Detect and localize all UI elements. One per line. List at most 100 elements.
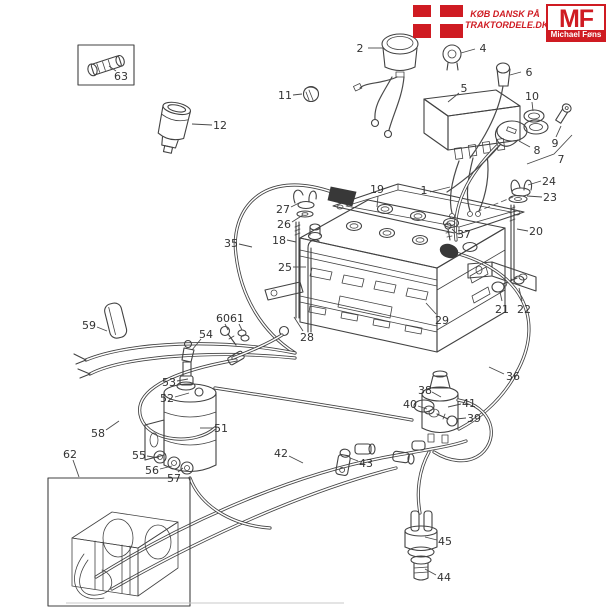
coil-drawing: [144, 339, 217, 475]
svg-text:60: 60: [216, 312, 230, 325]
part-label-53: 53: [162, 376, 189, 389]
svg-text:40: 40: [403, 398, 417, 411]
tagline-line1: KØB DANSK PÅ: [470, 9, 540, 19]
screw-60-61-drawing: [219, 325, 250, 346]
part-label-11: 11: [278, 89, 303, 102]
lamp-drawing: [442, 44, 462, 71]
boot-59-drawing: [104, 302, 128, 339]
svg-text:26: 26: [277, 218, 291, 231]
mf-logo: MF Michael Føns: [546, 4, 606, 42]
inset-box-63: [77, 44, 135, 86]
part-label-9: 9: [552, 125, 562, 150]
switch-45-drawing: [404, 510, 438, 581]
part-label-22: 22: [517, 287, 531, 316]
svg-text:2: 2: [357, 42, 364, 55]
part-label-25: 25: [278, 261, 306, 274]
svg-text:25: 25: [278, 261, 292, 274]
part-label-39: 39: [455, 412, 481, 425]
part-label-62: 62: [63, 448, 80, 478]
part-label-52: 52: [160, 392, 190, 405]
svg-text:10: 10: [525, 90, 539, 103]
svg-text:20: 20: [529, 225, 543, 238]
part-label-21: 21: [495, 291, 509, 316]
part-label-60: 60: [216, 312, 230, 331]
svg-text:35: 35: [224, 237, 238, 250]
part-label-43: 43: [349, 457, 373, 470]
part-label-61: 61: [230, 312, 244, 331]
part-label-12: 12: [191, 119, 227, 132]
svg-text:36: 36: [506, 370, 520, 383]
danish-flag-icon: [413, 5, 463, 38]
svg-text:45: 45: [438, 535, 452, 548]
brand-header: KØB DANSK PÅ TRAKTORDELE.DK MF Michael F…: [413, 4, 608, 46]
svg-text:4: 4: [480, 42, 487, 55]
regulator-drawing: [423, 89, 521, 219]
svg-text:55: 55: [132, 449, 146, 462]
inset-box-62: [47, 477, 191, 607]
connector-43-drawing: [335, 448, 351, 476]
part-label-56: 56: [145, 464, 173, 477]
part-label-28: 28: [293, 316, 314, 344]
part-label-58: 58: [91, 420, 120, 440]
svg-text:37: 37: [457, 228, 471, 241]
svg-text:58: 58: [91, 427, 105, 440]
part-label-8: 8: [518, 140, 541, 157]
part-label-51: 51: [200, 422, 228, 435]
svg-text:61: 61: [230, 312, 244, 325]
bracket-28-drawing: [231, 281, 304, 360]
part-label-6: 6: [509, 66, 533, 79]
svg-text:11: 11: [278, 89, 292, 102]
svg-text:63: 63: [114, 70, 128, 83]
ignition-switch-drawing: [494, 109, 549, 147]
svg-text:7: 7: [558, 153, 565, 166]
mf-initials: MF: [558, 5, 594, 33]
part-label-24: 24: [527, 175, 556, 188]
svg-text:24: 24: [542, 175, 556, 188]
svg-text:12: 12: [213, 119, 227, 132]
gauge-drawing: [353, 33, 419, 139]
svg-text:43: 43: [359, 457, 373, 470]
svg-text:8: 8: [534, 144, 541, 157]
part-label-55: 55: [132, 449, 160, 462]
svg-text:44: 44: [437, 571, 451, 584]
svg-text:19: 19: [370, 183, 384, 196]
part-label-38: 38: [418, 384, 442, 398]
part-label-5: 5: [447, 82, 468, 103]
svg-text:29: 29: [435, 314, 449, 327]
part-label-57: 57: [167, 467, 184, 485]
part-label-10: 10: [525, 90, 539, 112]
svg-text:39: 39: [467, 412, 481, 425]
svg-text:38: 38: [418, 384, 432, 397]
part-label-27: 27: [276, 201, 302, 216]
svg-text:41: 41: [462, 397, 476, 410]
part-label-42: 42: [274, 447, 304, 464]
part-label-36: 36: [488, 366, 520, 383]
rod-assembly-left-drawing: [293, 189, 320, 333]
part-label-35: 35: [224, 237, 253, 250]
part-label-7: 7: [526, 134, 573, 166]
key-drawing: [555, 103, 572, 124]
svg-text:59: 59: [82, 319, 96, 332]
svg-text:18: 18: [272, 234, 286, 247]
battery-drawing: [299, 186, 506, 353]
part-label-40: 40: [403, 398, 428, 411]
part-label-45: 45: [424, 535, 452, 548]
rod-assembly-right-drawing: [467, 179, 537, 293]
part-label-59: 59: [82, 319, 108, 332]
lighter-plug-drawing: [157, 101, 192, 154]
svg-text:62: 62: [63, 448, 77, 461]
part-label-44: 44: [424, 568, 451, 584]
mf-name: Michael Føns: [548, 30, 604, 40]
part-label-1: 1: [421, 184, 451, 197]
svg-text:1: 1: [421, 184, 428, 197]
svg-text:28: 28: [300, 331, 314, 344]
svg-text:42: 42: [274, 447, 288, 460]
svg-text:56: 56: [145, 464, 159, 477]
part-label-54: 54: [191, 328, 213, 351]
svg-text:21: 21: [495, 303, 509, 316]
part-label-23: 23: [526, 191, 557, 204]
tagline-line2: TRAKTORDELE.DK: [465, 20, 549, 30]
svg-text:54: 54: [199, 328, 213, 341]
part-label-29: 29: [425, 302, 449, 327]
